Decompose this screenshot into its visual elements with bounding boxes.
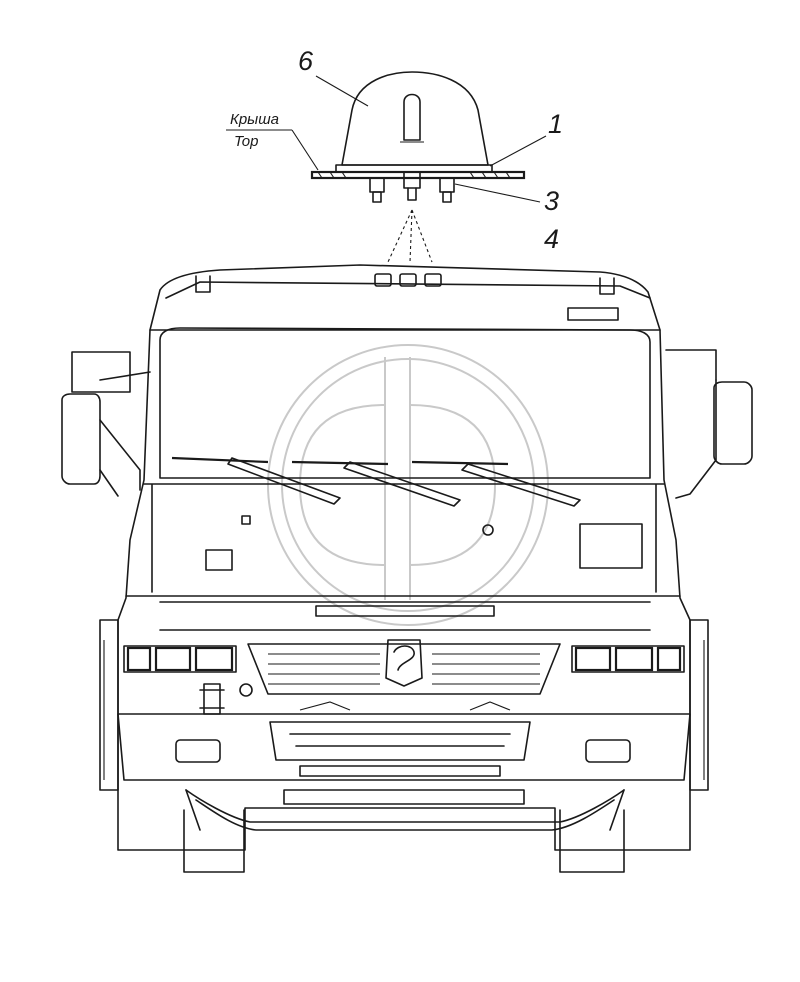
callouts: 6 1 3 4 [298,46,563,254]
roof-label: Крыша Top [226,111,319,171]
wipers [171,456,581,507]
fog-lamp-right [585,739,631,763]
mirror-left [61,351,151,497]
wheel-right [559,809,625,873]
beacon-lamp [403,93,421,141]
cab-roof [149,264,661,331]
tow-hook [199,683,253,715]
fog-lamp-left [175,739,221,763]
wheel-left [183,809,245,873]
callout-6: 6 [298,46,314,76]
truck-front-view [99,264,709,873]
callout-3: 3 [544,186,559,216]
undercarriage [185,789,625,831]
beacon-detail [310,71,526,263]
grille [247,643,561,695]
bumper [117,701,691,781]
headlights-right [571,645,685,673]
roof-marker-lamp-1 [374,273,392,287]
roof-label-ru: Крыша [230,111,279,128]
headlights-left [123,645,237,673]
mirror-right [665,349,753,499]
front-panel [143,483,665,593]
left-badge [205,549,233,571]
kamaz-emblem [385,639,423,687]
callout-1: 1 [548,109,563,139]
beacon-dome [341,71,489,166]
roof-label-en: Top [234,133,258,150]
fastener-bolts [369,171,455,203]
windshield [159,327,651,479]
cab-body [117,329,691,851]
hood-trim [315,605,495,617]
roof-panel [310,170,526,180]
roof-marker-lamp-3 [424,273,442,287]
roof-marker-lamp-2 [399,273,417,287]
right-placard [579,523,643,569]
watermark-logo [267,344,549,626]
callout-4: 4 [544,224,559,254]
